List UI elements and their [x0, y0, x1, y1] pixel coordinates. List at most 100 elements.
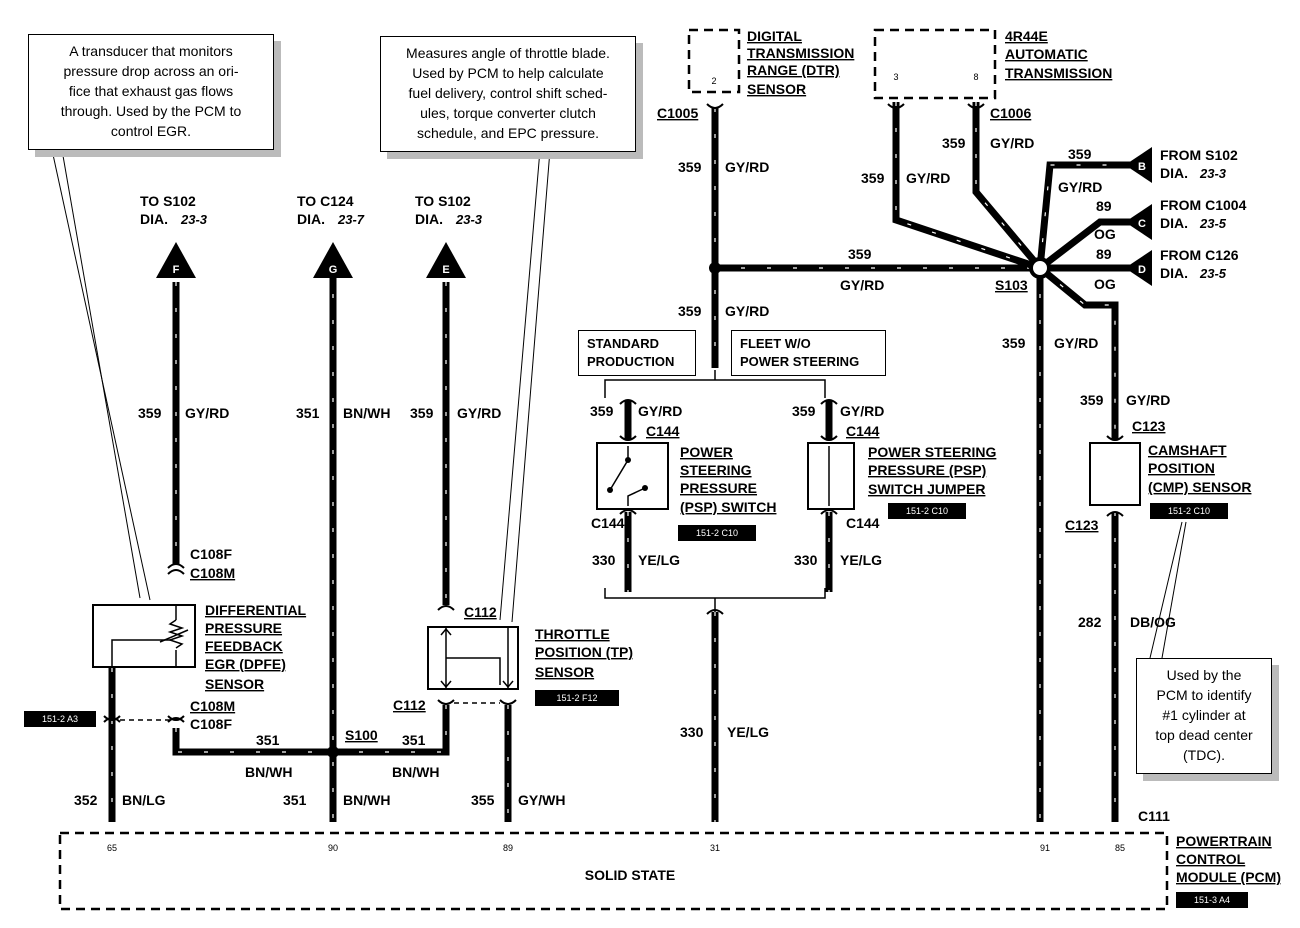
conn-c144-pspj-bottom: C144: [846, 515, 880, 531]
lbl-pspj-num: 359: [792, 403, 816, 419]
lbl-dtr-color: GY/RD: [725, 159, 769, 175]
tp-arrows-icon: [440, 627, 514, 689]
src-b-dia: DIA.: [1160, 165, 1188, 181]
src-c-dia: DIA.: [1160, 215, 1188, 231]
lbl-e-num: 359: [410, 405, 434, 421]
lbl-tp351-num: 351: [402, 732, 426, 748]
cmp-box: [1089, 442, 1141, 506]
dest-e-page: 23-3: [455, 212, 483, 227]
lbl-pspj330-num: 330: [794, 552, 818, 568]
lbl-psp-color: GY/RD: [638, 403, 682, 419]
connector-dashes: [120, 702, 500, 721]
wire-89-c: [1037, 218, 1130, 271]
psp-box: [596, 442, 669, 510]
wire-351-tp: [333, 705, 450, 756]
src-b-letter: B: [1138, 161, 1146, 173]
psp-label-1: POWER: [680, 444, 733, 460]
tp-sensor: THROTTLE POSITION (TP) SENSOR: [427, 626, 633, 690]
conn-c108m-bottom: C108M: [190, 698, 235, 714]
tp-label-2: POSITION (TP): [535, 644, 633, 660]
cmp-label-3: (CMP) SENSOR: [1148, 479, 1251, 495]
lbl-330-color: YE/LG: [727, 724, 769, 740]
option-bracket-bottom: [604, 588, 826, 612]
conn-c108m-top: C108M: [190, 565, 235, 581]
lbl-351b-color: BN/WH: [343, 792, 390, 808]
pcm-pin-89: 89: [503, 843, 513, 853]
pcm-label-line2: CONTROL: [1176, 851, 1246, 867]
lbl-f-num: 359: [138, 405, 162, 421]
lbl-h-num: 359: [848, 246, 872, 262]
dest-f: TO S102 DIA. 23-3 F: [140, 193, 208, 278]
pcm-label: POWERTRAIN CONTROL MODULE (PCM): [1176, 833, 1281, 885]
lbl-psp330-num: 330: [592, 552, 616, 568]
conn-c123-bottom: C123: [1065, 517, 1099, 533]
dest-e: TO S102 DIA. 23-3 E: [415, 193, 483, 278]
lbl-h-color: GY/RD: [840, 277, 884, 293]
trans-pin-3: 3: [893, 72, 898, 82]
src-c: C FROM C1004 DIA. 23-5: [1125, 197, 1247, 240]
dpfe-label-1: DIFFERENTIAL: [205, 602, 307, 618]
conn-c144-pspj-top: C144: [846, 423, 880, 439]
psp-switch: POWER STEERING PRESSURE (PSP) SWITCH: [596, 442, 776, 515]
pcm-label-line1: POWERTRAIN: [1176, 833, 1272, 849]
psp-jumper: POWER STEERING PRESSURE (PSP) SWITCH JUM…: [807, 442, 996, 510]
pcm-pin-65: 65: [107, 843, 117, 853]
pcm-pin-91: 91: [1040, 843, 1050, 853]
lbl-g-color: BN/WH: [343, 405, 390, 421]
conn-c112-bottom: C112: [393, 697, 426, 713]
tp-label-1: THROTTLE: [535, 626, 610, 642]
conn-c144-psp-top: C144: [646, 423, 680, 439]
lbl-dtr-num: 359: [678, 159, 702, 175]
dpfe-label-4: EGR (DPFE): [205, 656, 286, 672]
pcm-box: [58, 831, 1169, 911]
dtr-connector-box: [687, 28, 741, 94]
lbl-352-num: 352: [74, 792, 98, 808]
ref-psp: 151-2 C10: [678, 525, 756, 541]
src-d-arrow: [1125, 250, 1152, 286]
trans-label-2: AUTOMATIC: [1005, 46, 1088, 62]
src-c-page: 23-5: [1199, 216, 1227, 231]
callout-leaders: [51, 149, 1187, 659]
cmp-label-1: CAMSHAFT: [1148, 442, 1227, 458]
lbl-355-num: 355: [471, 792, 495, 808]
lbl-g-num: 351: [296, 405, 320, 421]
ref-tp: 151-2 F12: [535, 690, 619, 706]
trans-connector-box: [873, 28, 997, 100]
dpfe-label-5: SENSOR: [205, 676, 264, 692]
ref-cmp: 151-2 C10: [1150, 503, 1228, 519]
lbl-t8-color: GY/RD: [990, 135, 1034, 151]
dest-g-letter: G: [329, 264, 338, 276]
dest-f-arrow: [156, 242, 196, 278]
dest-f-letter: F: [173, 264, 180, 276]
dpfe-label-3: FEEDBACK: [205, 638, 283, 654]
psp-label-4: (PSP) SWITCH: [680, 499, 776, 515]
cmp-sensor: CAMSHAFT POSITION (CMP) SENSOR: [1089, 442, 1251, 506]
src-b: B FROM S102 DIA. 23-3: [1125, 147, 1238, 183]
pcm-pins: 65 90 89 31 91 85: [107, 843, 1125, 853]
pspj-box: [807, 442, 855, 510]
dest-e-dia: DIA.: [415, 211, 443, 227]
tp-label-3: SENSOR: [535, 664, 594, 680]
conn-s103: S103: [995, 277, 1028, 293]
dest-f-dia: DIA.: [140, 211, 168, 227]
conn-c1006: C1006: [990, 105, 1031, 121]
lbl-b-num: 359: [1068, 146, 1092, 162]
note-dpfe: A transducer that monitors pressure drop…: [28, 34, 274, 150]
lbl-pspj-color: GY/RD: [840, 403, 884, 419]
lbl-tp351-color: BN/WH: [392, 764, 439, 780]
wire-359-trans8: [972, 102, 1043, 271]
pcm-label-line3: MODULE (PCM): [1176, 869, 1281, 885]
pspj-label-2: PRESSURE (PSP): [868, 462, 986, 478]
src-d: D FROM C126 DIA. 23-5: [1125, 247, 1239, 286]
lbl-dtr2-num: 359: [678, 303, 702, 319]
note-cmp: Used by the PCM to identify #1 cylinder …: [1136, 658, 1272, 774]
lbl-psp330-color: YE/LG: [638, 552, 680, 568]
option-standard-production: STANDARD PRODUCTION: [578, 330, 696, 376]
src-c-from: FROM C1004: [1160, 197, 1247, 213]
dest-e-arrow: [426, 242, 466, 278]
lbl-351b-num: 351: [283, 792, 307, 808]
option-bracket-top: [604, 370, 826, 398]
lbl-dtr2-color: GY/RD: [725, 303, 769, 319]
lbl-282-num: 282: [1078, 614, 1102, 630]
